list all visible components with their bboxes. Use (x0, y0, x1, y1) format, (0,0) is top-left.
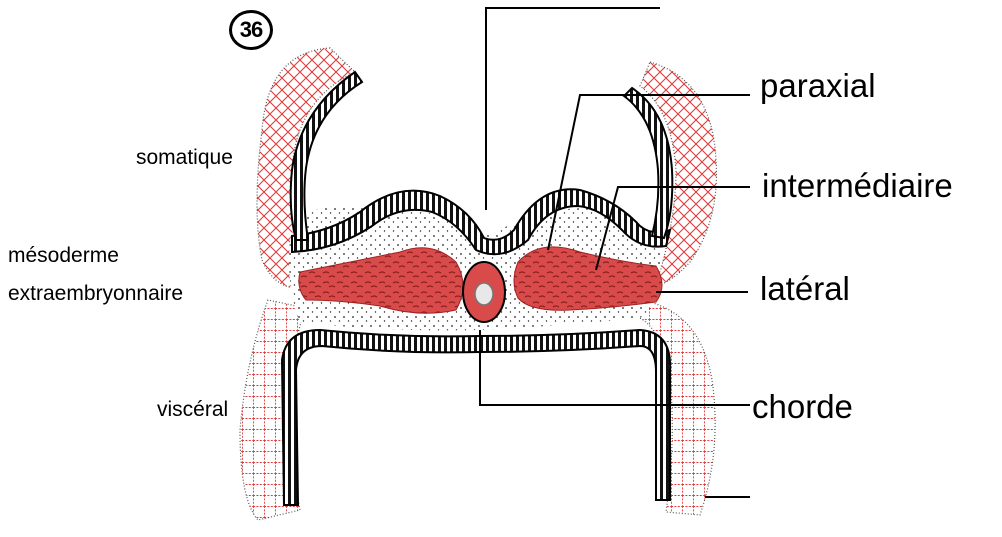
figure-number-badge: 36 (229, 10, 273, 50)
label-paraxial: paraxial (760, 67, 876, 105)
label-visceral: viscéral (157, 397, 228, 422)
label-mesoderme: mésoderme (8, 243, 119, 268)
label-chorde: chorde (752, 388, 853, 426)
leader-top (486, 8, 660, 210)
label-intermediaire: intermédiaire (762, 167, 953, 205)
endoderm (282, 330, 670, 505)
label-lateral: latéral (760, 270, 850, 308)
notochord-lumen (475, 283, 493, 305)
label-extraembryonnaire: extraembryonnaire (8, 281, 183, 306)
label-somatique: somatique (136, 145, 233, 170)
